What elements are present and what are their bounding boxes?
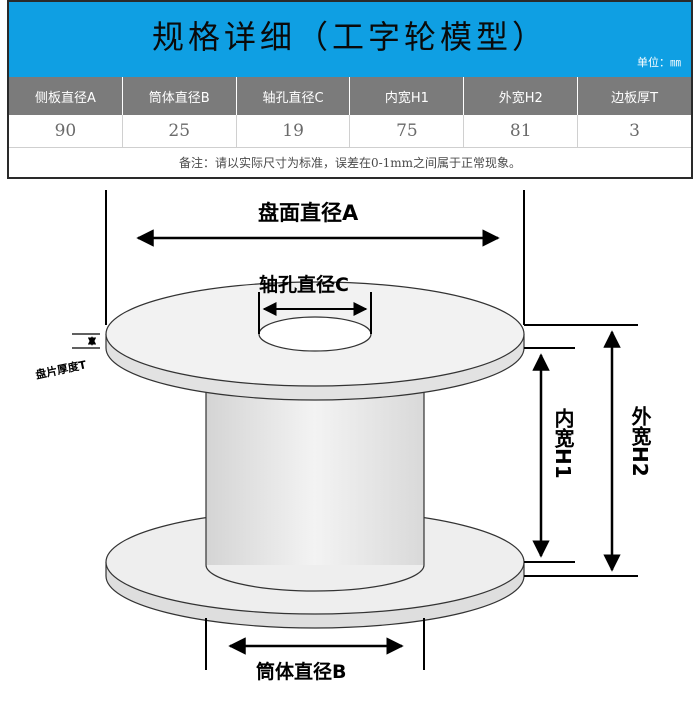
value-cell-side-plate-diameter: 90 xyxy=(9,115,123,147)
spec-title: 规格详细（工字轮模型） xyxy=(151,18,548,56)
header-cell-side-plate-diameter: 侧板直径A xyxy=(9,77,123,115)
value-cell-flange-thickness: 3 xyxy=(629,121,640,141)
header-cell-bore-diameter: 轴孔直径C xyxy=(237,77,351,115)
table-header-row: 侧板直径A 筒体直径B 轴孔直径C 内宽H1 外宽H2 边板厚T xyxy=(9,77,691,115)
value-cell-outer-width: 81 xyxy=(464,115,579,147)
label-barrel-diameter-b: 筒体直径B xyxy=(256,661,347,683)
dimension-b xyxy=(205,618,425,670)
label-inner-width-h1: 内宽H1 xyxy=(551,408,575,479)
table-value-row: 90 25 19 75 81 3 xyxy=(9,115,691,148)
dimension-c xyxy=(258,292,372,334)
spool-drawing xyxy=(72,190,638,670)
bore-hole xyxy=(258,316,372,352)
value-cell-inner-width: 75 xyxy=(350,115,465,147)
value-cell-barrel-diameter: 25 xyxy=(123,115,237,147)
label-outer-width-h2: 外宽H2 xyxy=(628,406,652,477)
dimension-h1 xyxy=(524,347,575,563)
dimension-h2 xyxy=(524,324,638,577)
header-cell-flange-thickness: 边板厚T xyxy=(611,90,659,106)
spec-table: 规格详细（工字轮模型） 单位：㎜ 侧板直径A 筒体直径B 轴孔直径C 内宽H1 … xyxy=(7,0,693,179)
header-cell-inner-width: 内宽H1 xyxy=(350,77,465,115)
label-bore-diameter-c: 轴孔直径C xyxy=(259,274,349,296)
spool-diagram: 盘面直径A 轴孔直径C 盘片厚度T 内宽H1 外宽H2 筒体直径B xyxy=(0,180,700,706)
unit-label: 单位：㎜ xyxy=(637,56,681,69)
top-flange xyxy=(105,281,525,401)
header-cell-outer-width: 外宽H2 xyxy=(464,77,579,115)
title-bar: 规格详细（工字轮模型） 单位：㎜ xyxy=(9,2,691,77)
header-cell-barrel-diameter: 筒体直径B xyxy=(123,77,237,115)
value-cell-bore-diameter: 19 xyxy=(237,115,351,147)
label-plate-diameter-a: 盘面直径A xyxy=(258,201,359,225)
dimension-t xyxy=(72,333,100,349)
dimension-a xyxy=(105,190,525,325)
note-text: 备注：请以实际尺寸为标准，误差在0-1mm之间属于正常现象。 xyxy=(178,156,522,170)
